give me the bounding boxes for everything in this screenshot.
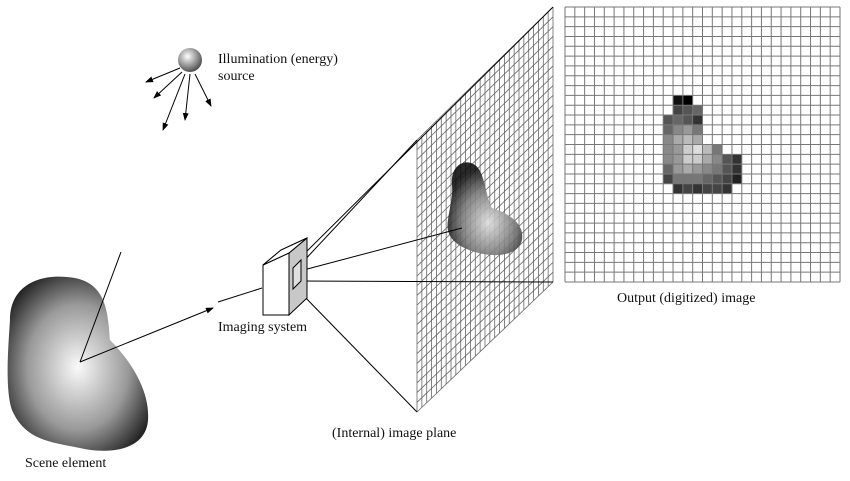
output-pixel <box>673 124 683 135</box>
output-image-label: Output (digitized) image <box>617 291 756 306</box>
output-pixel <box>682 144 693 155</box>
output-pixel <box>712 183 723 194</box>
output-pixel <box>692 173 703 184</box>
output-pixel <box>692 124 703 135</box>
output-pixel <box>673 183 683 194</box>
output-pixel <box>663 154 674 165</box>
output-pixel <box>692 183 703 194</box>
output-pixel <box>712 154 723 165</box>
output-pixel <box>682 154 693 165</box>
output-pixel <box>702 183 713 194</box>
output-pixel <box>673 134 683 145</box>
plane-grid-line <box>416 242 554 374</box>
plane-grid-line <box>416 203 554 335</box>
output-pixel <box>712 164 723 174</box>
output-pixel <box>692 164 703 174</box>
output-pixel <box>712 144 723 155</box>
illumination-label: Illumination (energy) <box>218 52 338 67</box>
output-pixel <box>673 164 683 174</box>
plane-grid-line <box>416 212 554 345</box>
output-pixel <box>682 95 693 106</box>
output-pixel <box>663 115 674 125</box>
imaging-system-label: Imaging system <box>218 320 308 335</box>
output-pixel <box>682 134 693 145</box>
plane-grid-line <box>416 262 554 393</box>
output-pixel <box>702 164 713 174</box>
output-pixel <box>692 154 703 165</box>
output-pixel <box>692 134 703 145</box>
image-plane-blob <box>447 162 523 256</box>
scene-element <box>7 276 149 451</box>
surface-normal-line <box>79 251 122 363</box>
reflected-ray-continuation <box>217 287 263 303</box>
output-pixel <box>673 115 683 125</box>
output-pixel <box>673 144 683 155</box>
output-pixel <box>731 154 742 165</box>
output-pixel <box>682 164 693 174</box>
output-pixel <box>692 144 703 155</box>
output-digitized-image <box>564 6 841 283</box>
plane-grid-line <box>416 222 554 355</box>
output-pixel <box>731 164 742 174</box>
output-pixel <box>682 105 693 116</box>
output-pixel <box>682 173 693 184</box>
output-pixel <box>692 105 703 116</box>
output-pixel <box>673 95 683 106</box>
output-pixel <box>702 144 713 155</box>
plane-grid-line <box>416 271 554 403</box>
output-pixel <box>722 183 732 194</box>
imaging-system-box <box>262 236 308 317</box>
output-pixel <box>663 134 674 145</box>
scene-element-label: Scene element <box>25 456 107 471</box>
reflected-ray-arrow <box>79 307 214 363</box>
output-pixel <box>702 173 713 184</box>
output-pixel <box>702 154 713 165</box>
output-pixel <box>722 173 732 184</box>
output-pixel <box>712 173 723 184</box>
plane-grid-line <box>416 281 554 413</box>
output-pixel <box>673 154 683 165</box>
output-pixel <box>663 124 674 135</box>
output-pixel <box>682 124 693 135</box>
image-plane-label: (Internal) image plane <box>332 426 457 441</box>
light-ray-arrows <box>145 67 212 131</box>
output-pixel <box>673 105 683 116</box>
output-pixel <box>682 115 693 125</box>
output-pixel <box>663 164 674 174</box>
output-pixel <box>731 173 742 184</box>
output-pixel <box>673 173 683 184</box>
output-pixel <box>663 173 674 184</box>
projection-lines <box>295 6 554 413</box>
plane-grid-line <box>416 252 554 384</box>
output-pixel <box>722 164 732 174</box>
illumination-source-sphere <box>178 48 202 72</box>
plane-grid-line <box>416 232 554 364</box>
output-pixel <box>692 115 703 125</box>
illumination-source-label: source <box>218 69 255 84</box>
output-pixel <box>722 154 732 165</box>
output-pixel <box>663 144 674 155</box>
plane-grid-line <box>416 193 554 325</box>
output-pixel <box>682 183 693 194</box>
